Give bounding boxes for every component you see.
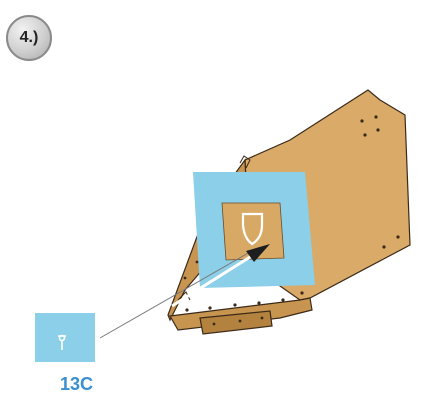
key-icon	[58, 334, 66, 350]
step-number-badge: 4.)	[6, 15, 52, 61]
placement-arrow	[99, 244, 270, 339]
step-number-label: 4.)	[19, 29, 39, 46]
part-13c-sticker	[35, 313, 95, 362]
screw-holes	[183, 115, 400, 326]
arrow-head	[246, 244, 270, 262]
sticker-window	[221, 202, 285, 261]
part-label: 13C	[60, 374, 94, 394]
wood-bottom-tab	[199, 310, 273, 335]
target-sticker	[193, 172, 315, 288]
shield-icon	[241, 212, 264, 246]
